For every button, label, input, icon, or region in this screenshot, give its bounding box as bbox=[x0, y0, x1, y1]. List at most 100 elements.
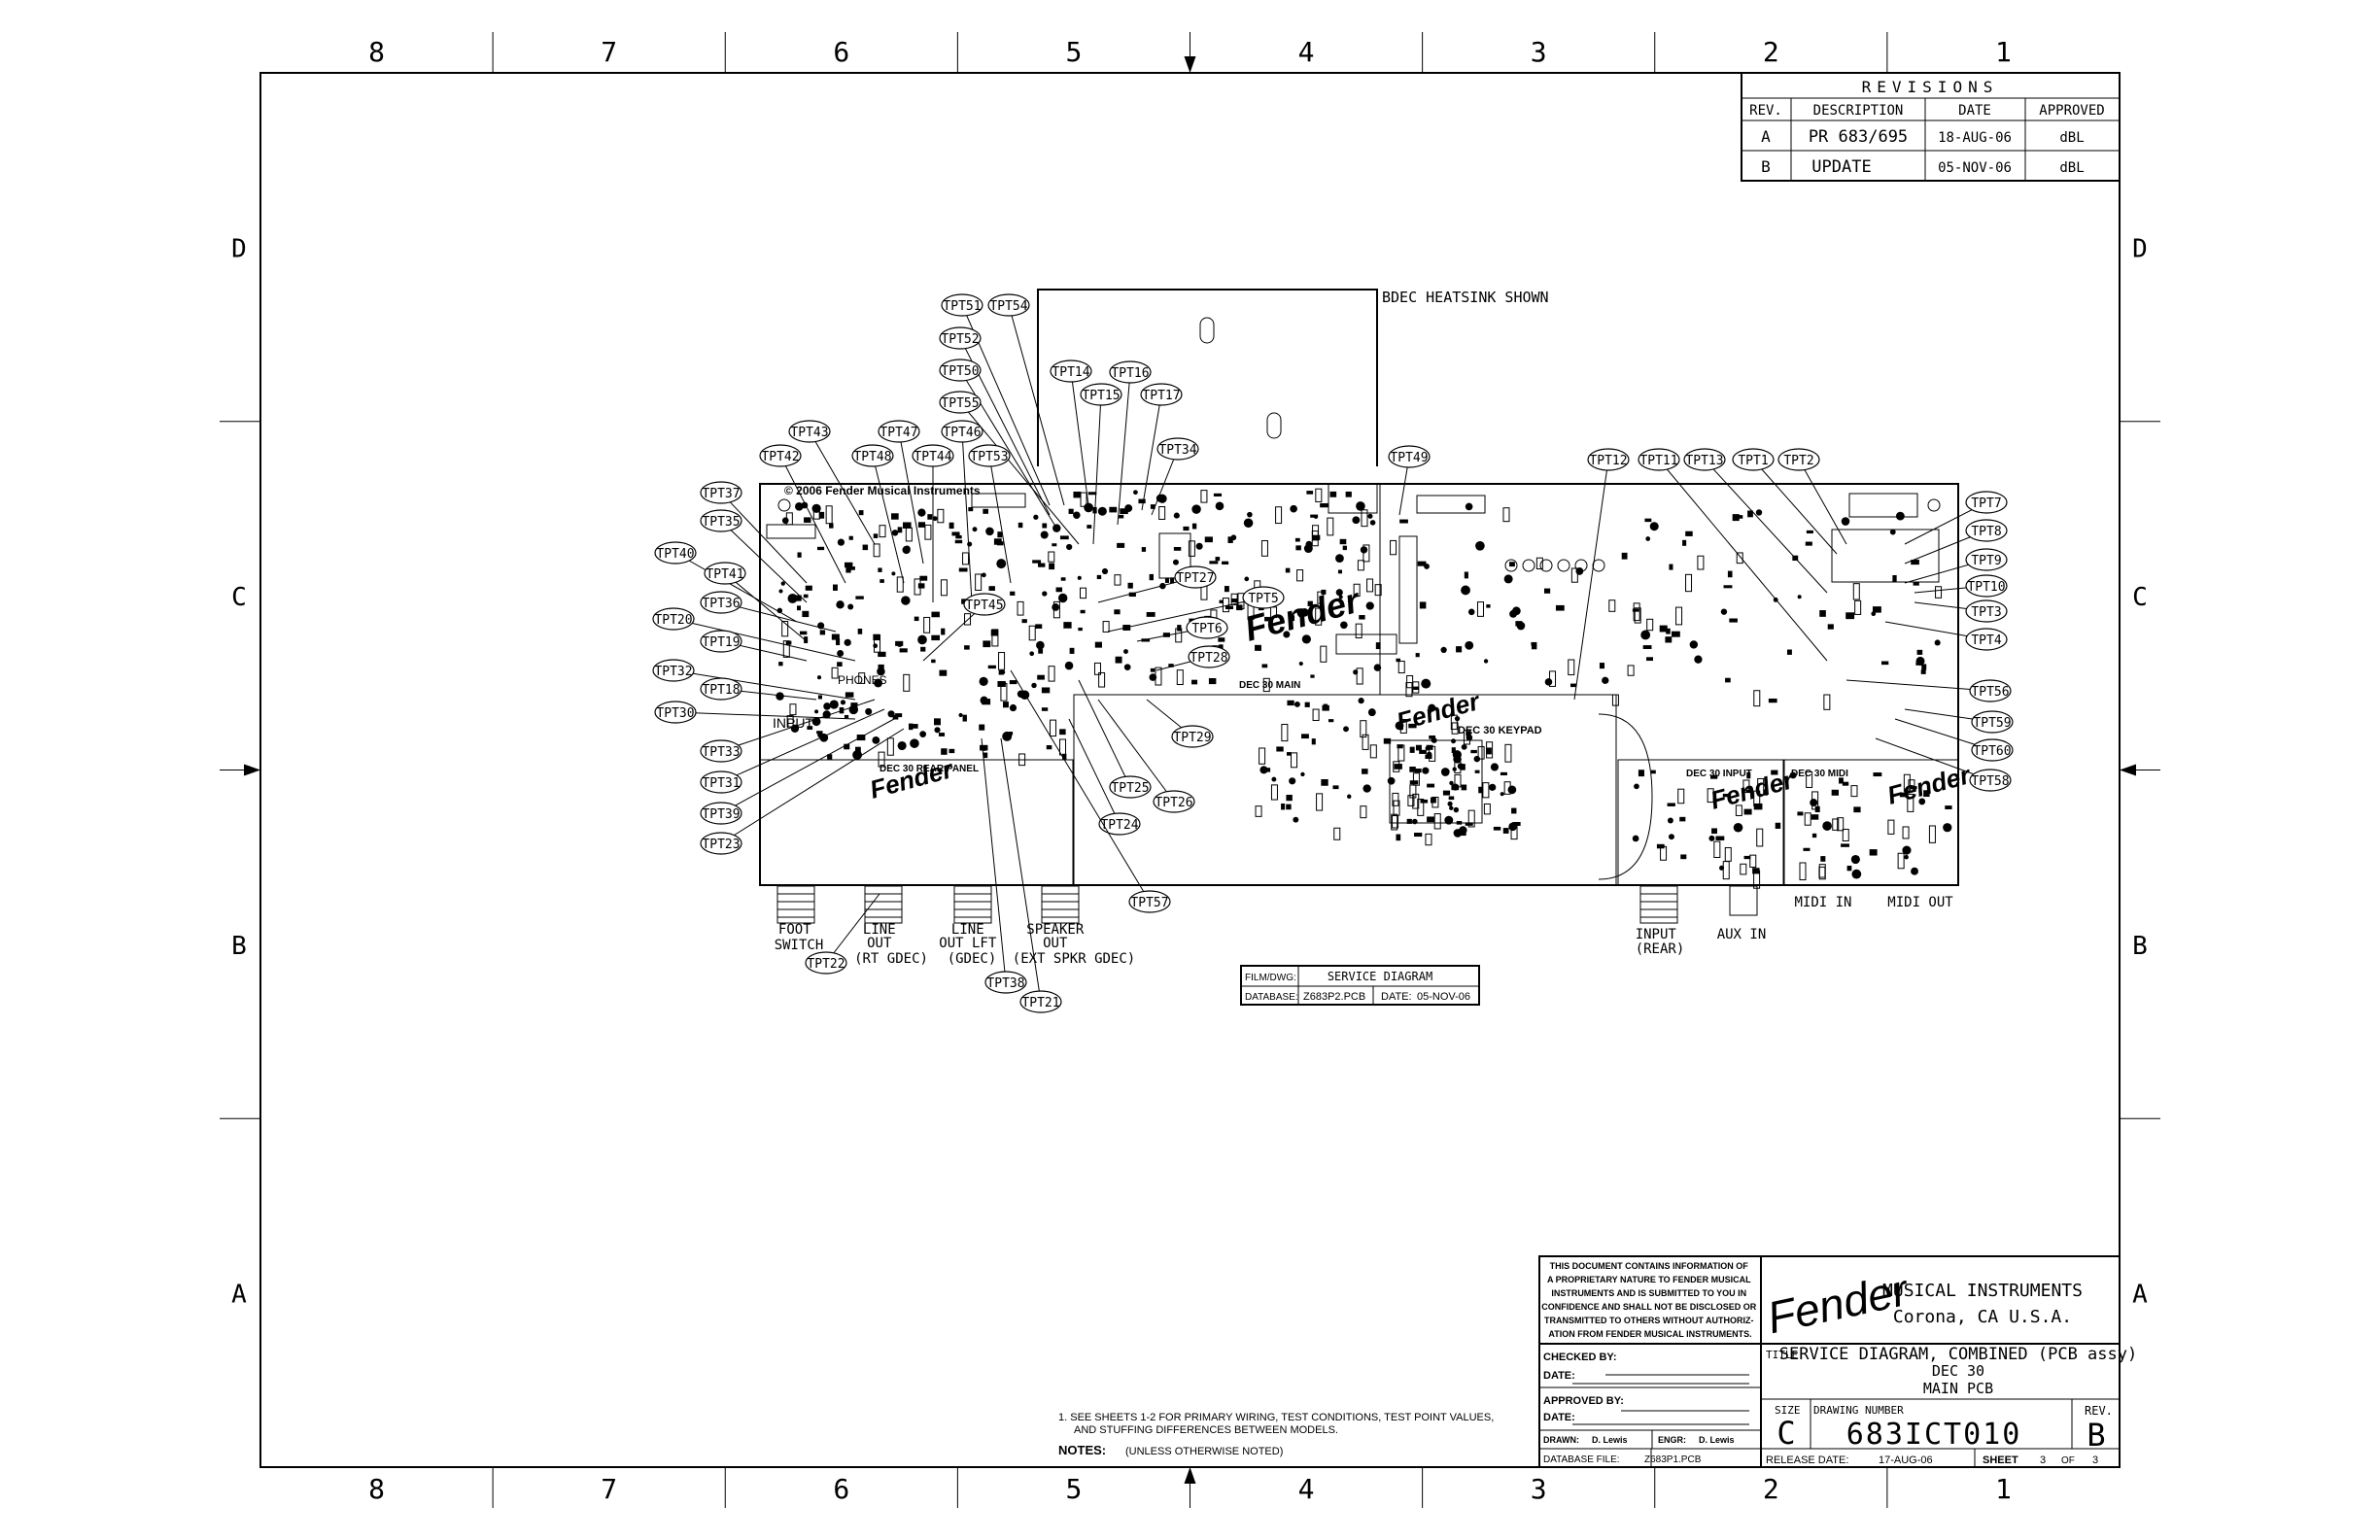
smd-pad bbox=[837, 662, 843, 667]
smd-pad bbox=[1427, 816, 1435, 823]
smd-pad bbox=[1723, 585, 1733, 589]
component-outline bbox=[1361, 509, 1368, 528]
zone-column-label: 2 bbox=[1763, 36, 1779, 68]
smd-pad bbox=[807, 726, 813, 730]
via bbox=[919, 731, 927, 738]
engr-label: ENGR: bbox=[1658, 1435, 1686, 1445]
smd-pad bbox=[1743, 808, 1752, 815]
component-outline bbox=[1486, 741, 1494, 759]
smd-pad bbox=[1763, 789, 1768, 796]
smd-pad bbox=[1651, 770, 1656, 774]
smd-pad bbox=[1406, 818, 1412, 824]
test-point-label: TPT20 bbox=[654, 613, 692, 628]
component-outline bbox=[1311, 530, 1319, 547]
smd-pad bbox=[1448, 796, 1455, 801]
component-outline bbox=[1048, 666, 1055, 682]
via bbox=[1123, 649, 1128, 654]
callout-bubble bbox=[1174, 565, 1217, 589]
component-outline bbox=[1360, 720, 1367, 738]
smd-pad bbox=[1128, 592, 1136, 598]
via bbox=[1431, 737, 1437, 743]
component-outline bbox=[1646, 618, 1654, 632]
smd-pad bbox=[1307, 600, 1313, 606]
smd-pad bbox=[1035, 624, 1043, 629]
smd-pad bbox=[1671, 631, 1680, 637]
smd-pad bbox=[912, 724, 918, 729]
via bbox=[1298, 661, 1303, 667]
callout-leader bbox=[720, 601, 837, 633]
smd-pad bbox=[1397, 744, 1403, 749]
component-outline bbox=[1028, 625, 1036, 641]
component-outline bbox=[1405, 682, 1413, 698]
smd-pad bbox=[997, 531, 1003, 538]
smd-pad bbox=[1417, 561, 1427, 566]
via bbox=[1029, 651, 1035, 657]
via bbox=[1602, 676, 1609, 684]
zone-column-label: 1 bbox=[1995, 1473, 2012, 1505]
smd-pad bbox=[1173, 547, 1182, 551]
via bbox=[1557, 559, 1570, 572]
component-outline bbox=[1756, 828, 1764, 847]
smd-pad bbox=[931, 659, 936, 664]
revision-table: REVISIONS REV. DESCRIPTION DATE APPROVED… bbox=[1741, 72, 2121, 182]
via bbox=[1036, 640, 1045, 650]
via bbox=[1634, 783, 1639, 790]
callout-bubble bbox=[1971, 710, 2014, 734]
smd-pad bbox=[1920, 669, 1926, 674]
smd-pad bbox=[818, 511, 825, 519]
via bbox=[1303, 544, 1313, 554]
callout-leader bbox=[1752, 459, 1838, 555]
notes-heading: NOTES: bbox=[1058, 1443, 1106, 1457]
smd-pad bbox=[1127, 582, 1133, 589]
component-outline bbox=[1483, 803, 1491, 815]
smd-pad bbox=[819, 630, 826, 635]
smd-pad bbox=[1775, 822, 1781, 829]
via bbox=[1667, 817, 1673, 824]
via bbox=[979, 676, 988, 687]
smd-pad bbox=[1087, 525, 1092, 529]
engr-value: D. Lewis bbox=[1699, 1435, 1735, 1445]
smd-pad bbox=[1415, 653, 1420, 658]
via bbox=[1358, 698, 1364, 704]
component-outline bbox=[1907, 793, 1914, 812]
via bbox=[1042, 591, 1048, 597]
test-point-label: TPT46 bbox=[943, 426, 981, 440]
via bbox=[1033, 514, 1039, 520]
via bbox=[1335, 554, 1344, 564]
drawn-label: DRAWN: bbox=[1543, 1435, 1579, 1445]
component-outline bbox=[1017, 600, 1024, 616]
via bbox=[1904, 854, 1909, 860]
component-outline bbox=[1355, 623, 1362, 638]
smd-pad bbox=[1709, 774, 1718, 779]
component-outline bbox=[1270, 784, 1278, 801]
callout-bubble bbox=[1019, 990, 1062, 1013]
center-arrow-icon bbox=[1184, 56, 1196, 73]
smd-pad bbox=[855, 746, 861, 753]
component-outline bbox=[1098, 671, 1106, 688]
test-point-label: TPT34 bbox=[1158, 443, 1196, 458]
board-label-midi: DEC 30 MIDI bbox=[1791, 769, 1848, 779]
smd-pad bbox=[968, 507, 974, 512]
board-label-keypad: DEC 30 KEYPAD bbox=[1458, 725, 1542, 736]
callout-leader bbox=[720, 520, 808, 603]
callout-bubble bbox=[805, 951, 847, 975]
component-outline bbox=[1804, 812, 1811, 826]
via bbox=[934, 727, 941, 734]
component-outline bbox=[1799, 862, 1807, 881]
component-outline bbox=[962, 552, 970, 565]
test-point-label: TPT33 bbox=[702, 745, 740, 760]
component-outline bbox=[886, 737, 894, 756]
via bbox=[996, 559, 1007, 569]
test-point-label: TPT27 bbox=[1176, 571, 1214, 586]
smd-pad bbox=[1831, 789, 1839, 796]
via bbox=[1895, 511, 1905, 521]
smd-pad bbox=[1042, 523, 1048, 529]
callout-leader bbox=[1798, 459, 1847, 545]
callout-bubble bbox=[941, 293, 983, 317]
via bbox=[981, 572, 986, 578]
callout-leader bbox=[959, 369, 1055, 526]
via bbox=[891, 571, 896, 576]
via bbox=[1789, 771, 1797, 779]
smd-pad bbox=[1753, 803, 1763, 810]
smd-pad bbox=[857, 628, 863, 634]
